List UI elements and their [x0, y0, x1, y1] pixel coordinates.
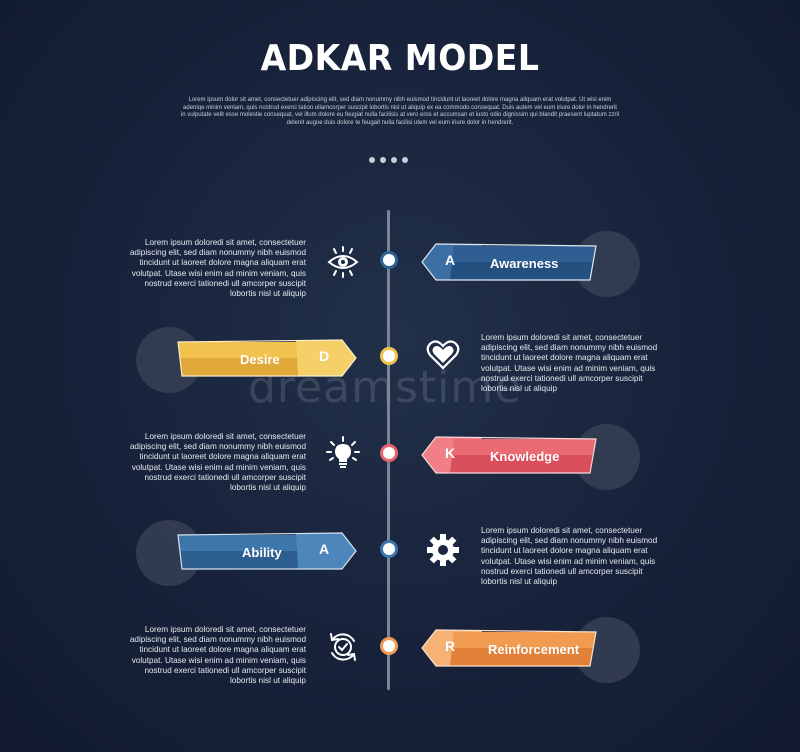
step-3-node	[380, 444, 398, 462]
step-2-tab[interactable]: D Desire	[177, 338, 357, 378]
pagination-dots	[369, 150, 429, 163]
step-3-label: Knowledge	[490, 449, 560, 464]
step-3-description: Lorem ipsum doloredi sit amet, consectet…	[129, 432, 306, 493]
gear-icon	[426, 533, 460, 567]
step-5-letter: R	[444, 638, 456, 654]
lightbulb-icon	[326, 436, 360, 470]
step-4-letter: A	[318, 541, 330, 557]
step-2-description: Lorem ipsum doloredi sit amet, consectet…	[481, 333, 658, 394]
step-1-label: Awareness	[490, 256, 559, 271]
step-1-node	[380, 251, 398, 269]
step-2-node	[380, 347, 398, 365]
step-1-letter: A	[444, 252, 456, 268]
step-2-label: Desire	[240, 352, 280, 367]
heart-icon	[426, 338, 460, 372]
step-4-label: Ability	[242, 545, 282, 560]
refresh-check-icon	[326, 630, 360, 664]
step-4-description: Lorem ipsum doloredi sit amet, consectet…	[481, 526, 658, 587]
step-4-tab[interactable]: A Ability	[177, 531, 357, 571]
step-5-label: Reinforcement	[488, 642, 580, 657]
step-5-node	[380, 637, 398, 655]
step-3-letter: K	[444, 445, 456, 461]
step-2-letter: D	[318, 348, 330, 364]
eye-icon	[326, 245, 360, 279]
step-5-tab[interactable]: R Reinforcement	[420, 628, 598, 668]
step-5-description: Lorem ipsum doloredi sit amet, consectet…	[129, 625, 306, 686]
step-3-tab[interactable]: K Knowledge	[420, 435, 598, 475]
step-1-description: Lorem ipsum doloredi sit amet, consectet…	[129, 238, 306, 299]
step-1-tab[interactable]: A Awareness	[420, 242, 598, 282]
intro-text: Lorem ipsum dolor sit amet, consectetuer…	[180, 97, 620, 126]
step-4-node	[380, 540, 398, 558]
page-title: ADKAR MODEL	[260, 38, 540, 79]
